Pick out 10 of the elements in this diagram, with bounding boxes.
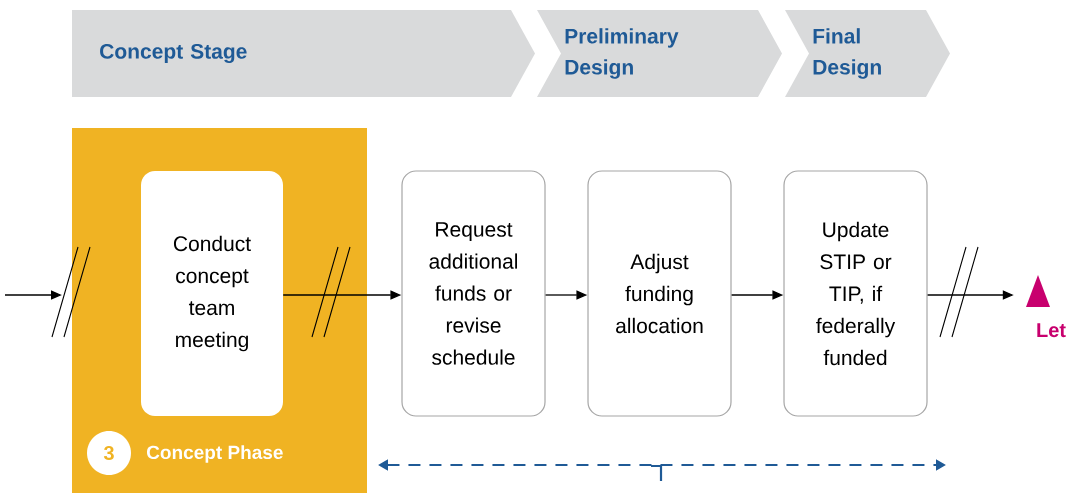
process-box: Adjust funding allocation — [587, 170, 732, 417]
node-label: Let — [1037, 323, 1066, 338]
process-box: Request additional funds or revise schedule — [401, 170, 546, 417]
let-milestone: Let — [1026, 275, 1066, 338]
process-box: Update STIP or TIP, if federally funded — [783, 170, 928, 417]
chevron-band: Preliminary Design — [537, 10, 782, 97]
process-box: Conduct concept team meeting — [141, 171, 283, 416]
chevron-band: Concept Stage — [72, 10, 535, 97]
step-number: 3 — [87, 431, 131, 475]
chevron-band: Final Design — [785, 10, 950, 97]
